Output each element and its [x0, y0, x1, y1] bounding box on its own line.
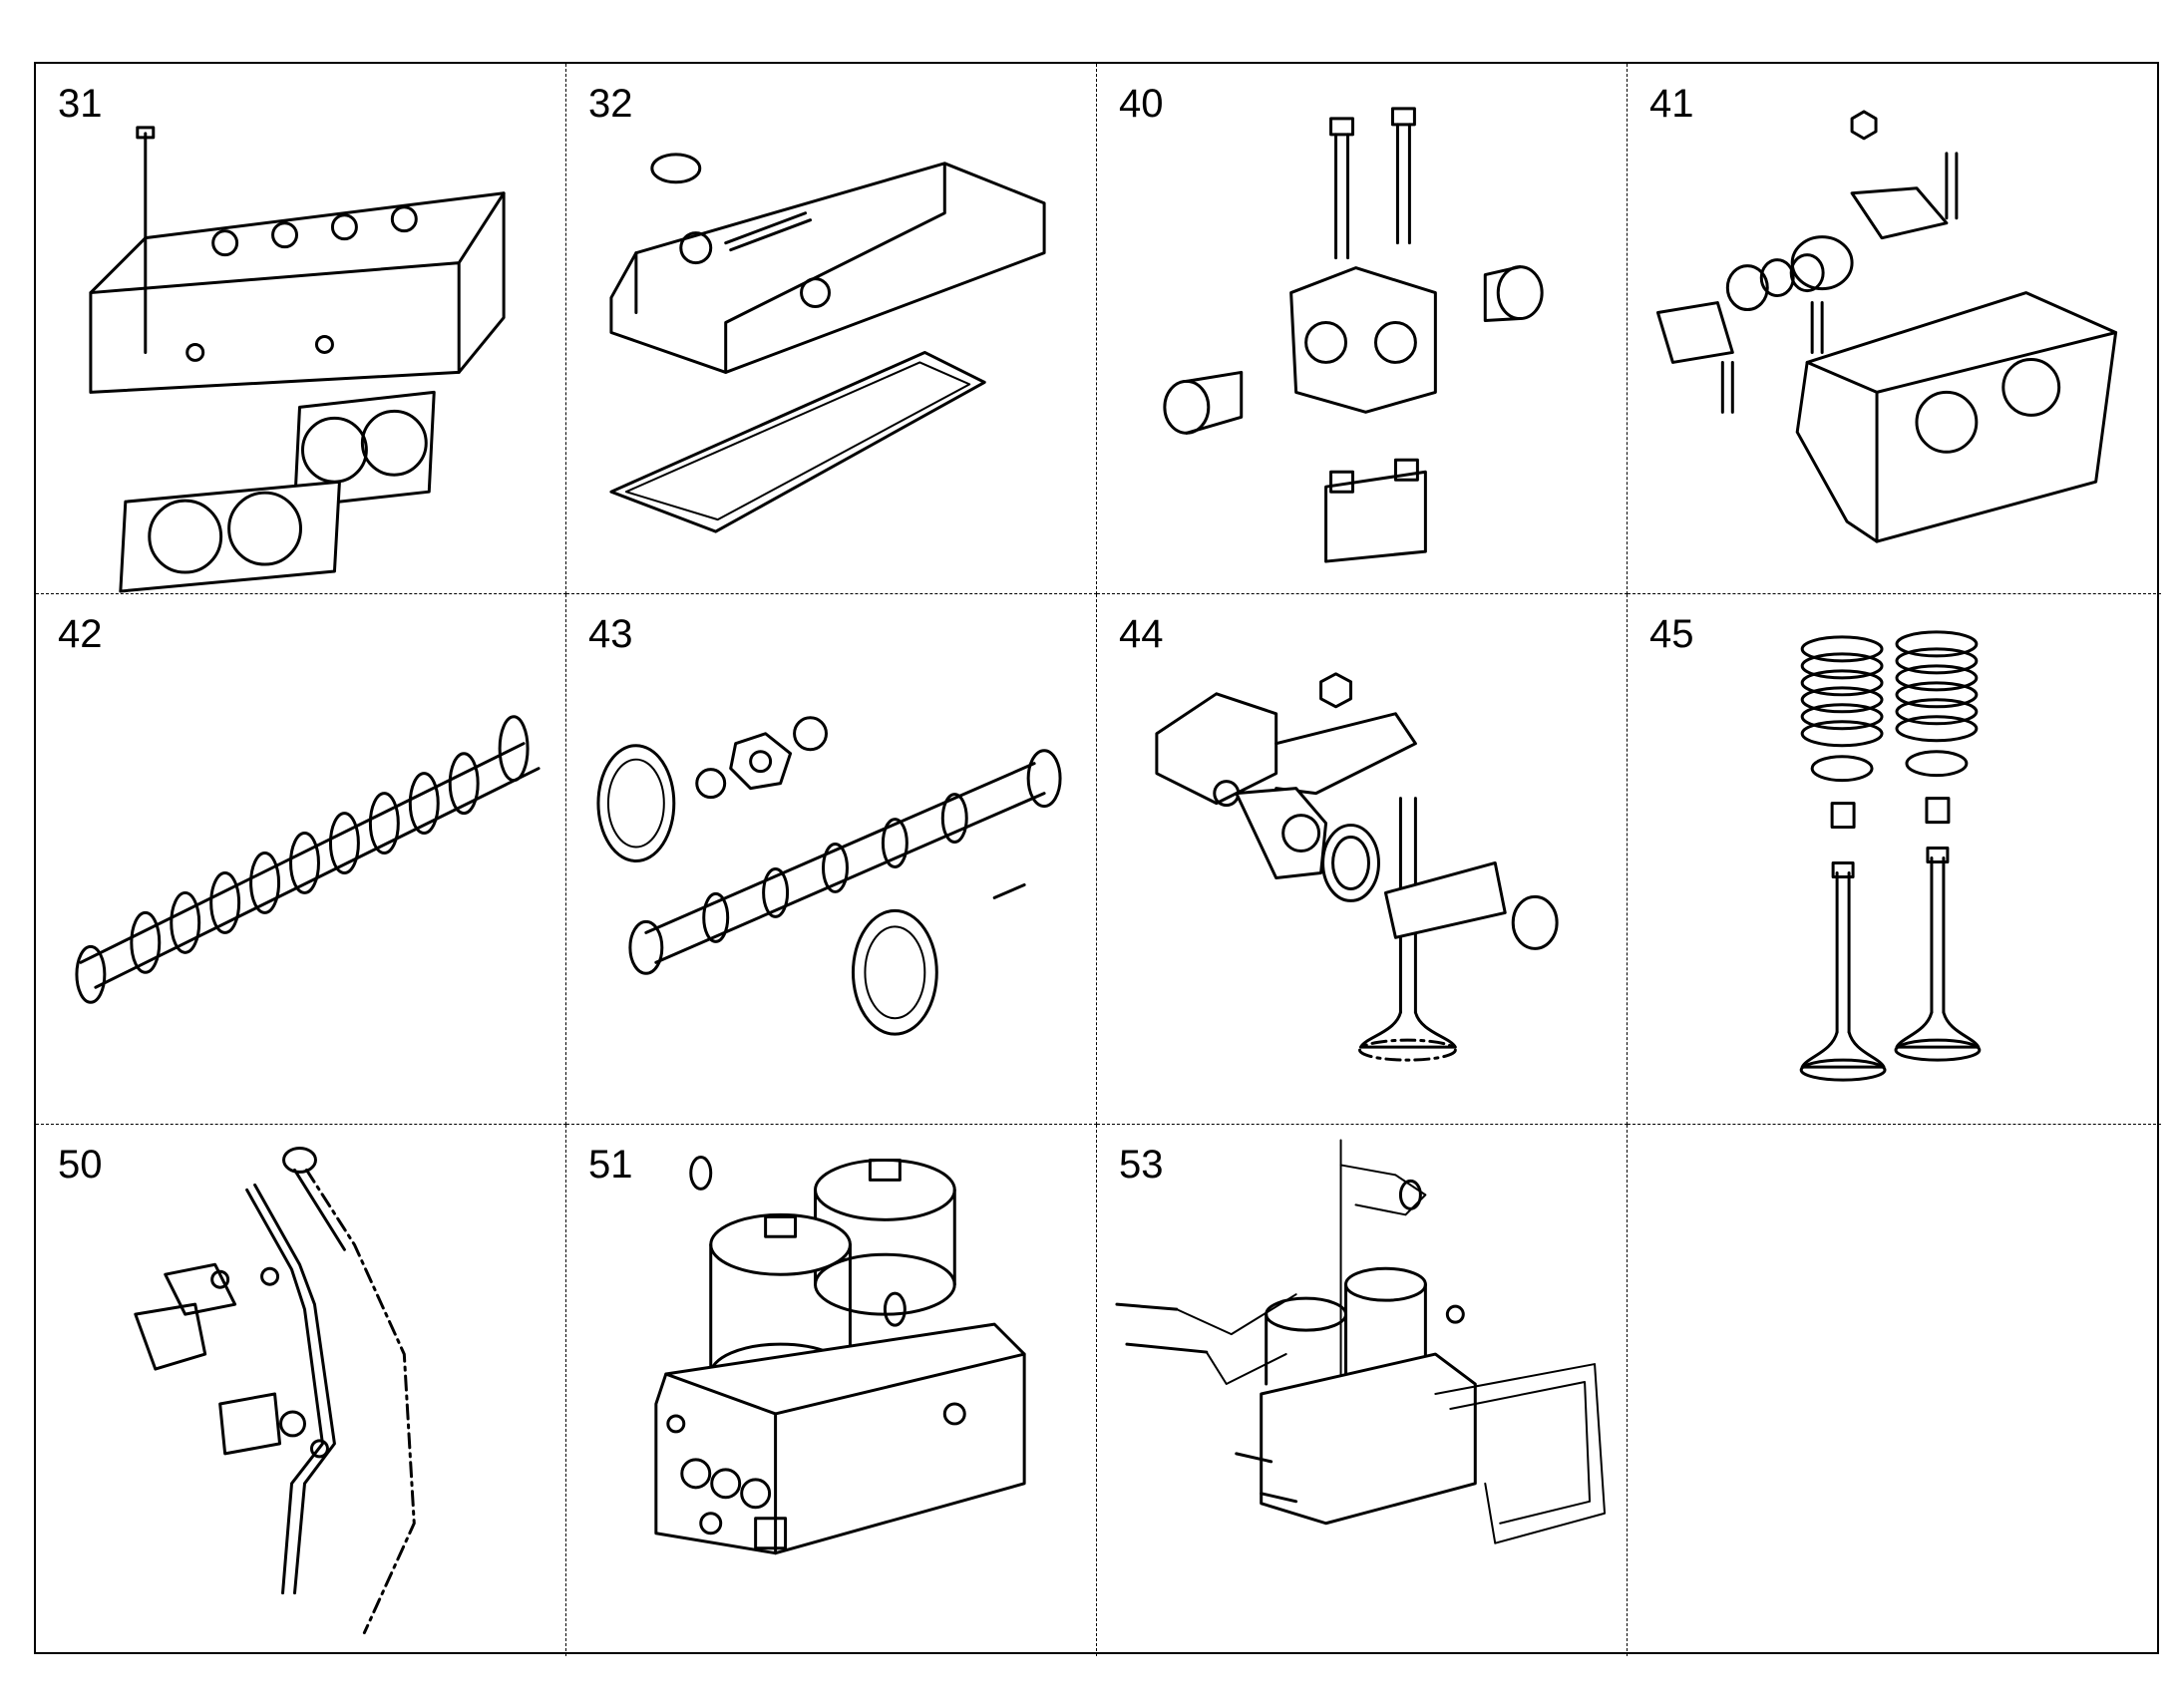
cylinder-head-gasket-icon	[89, 126, 506, 593]
part-cell-41[interactable]: 41	[1628, 64, 2161, 594]
part-number: 31	[58, 82, 103, 126]
oil-filter-housing-icon	[654, 1155, 1026, 1555]
part-cell-53[interactable]: 53	[1097, 1125, 1628, 1656]
part-cell-51[interactable]: 51	[566, 1125, 1097, 1656]
valve-cover-icon	[609, 153, 1046, 533]
part-number: 53	[1119, 1143, 1164, 1187]
part-number: 51	[588, 1143, 633, 1187]
part-number: 43	[588, 612, 633, 656]
rocker-arm-assembly-icon	[1655, 110, 2118, 543]
rocker-bracket-icon	[1163, 107, 1544, 563]
part-cell-32[interactable]: 32	[566, 64, 1097, 594]
part-cell-45[interactable]: 45	[1628, 594, 2161, 1125]
valves-springs-icon	[1799, 630, 1982, 1082]
part-number: 50	[58, 1143, 103, 1187]
part-number: 40	[1119, 82, 1164, 126]
part-number: 45	[1649, 612, 1694, 656]
rocker-arm-valve-icon	[1155, 672, 1559, 1062]
parts-grid: 31 32 40	[34, 62, 2161, 1656]
part-cell-31[interactable]: 31	[36, 64, 566, 594]
part-number: 32	[588, 82, 633, 126]
part-number: 41	[1649, 82, 1694, 126]
part-cell-44[interactable]: 44	[1097, 594, 1628, 1125]
part-cell-43[interactable]: 43	[566, 594, 1097, 1125]
part-cell-50[interactable]: 50	[36, 1125, 566, 1656]
dipstick-tube-icon	[134, 1146, 416, 1635]
part-cell-40[interactable]: 40	[1097, 64, 1628, 594]
part-number: 42	[58, 612, 103, 656]
camshaft-gears-icon	[596, 716, 1062, 1036]
part-cell-42[interactable]: 42	[36, 594, 566, 1125]
part-number: 44	[1119, 612, 1164, 656]
camshaft-icon	[75, 715, 541, 1004]
oil-filter-exploded-icon	[1115, 1139, 1607, 1544]
empty-cell	[1628, 1125, 2161, 1656]
